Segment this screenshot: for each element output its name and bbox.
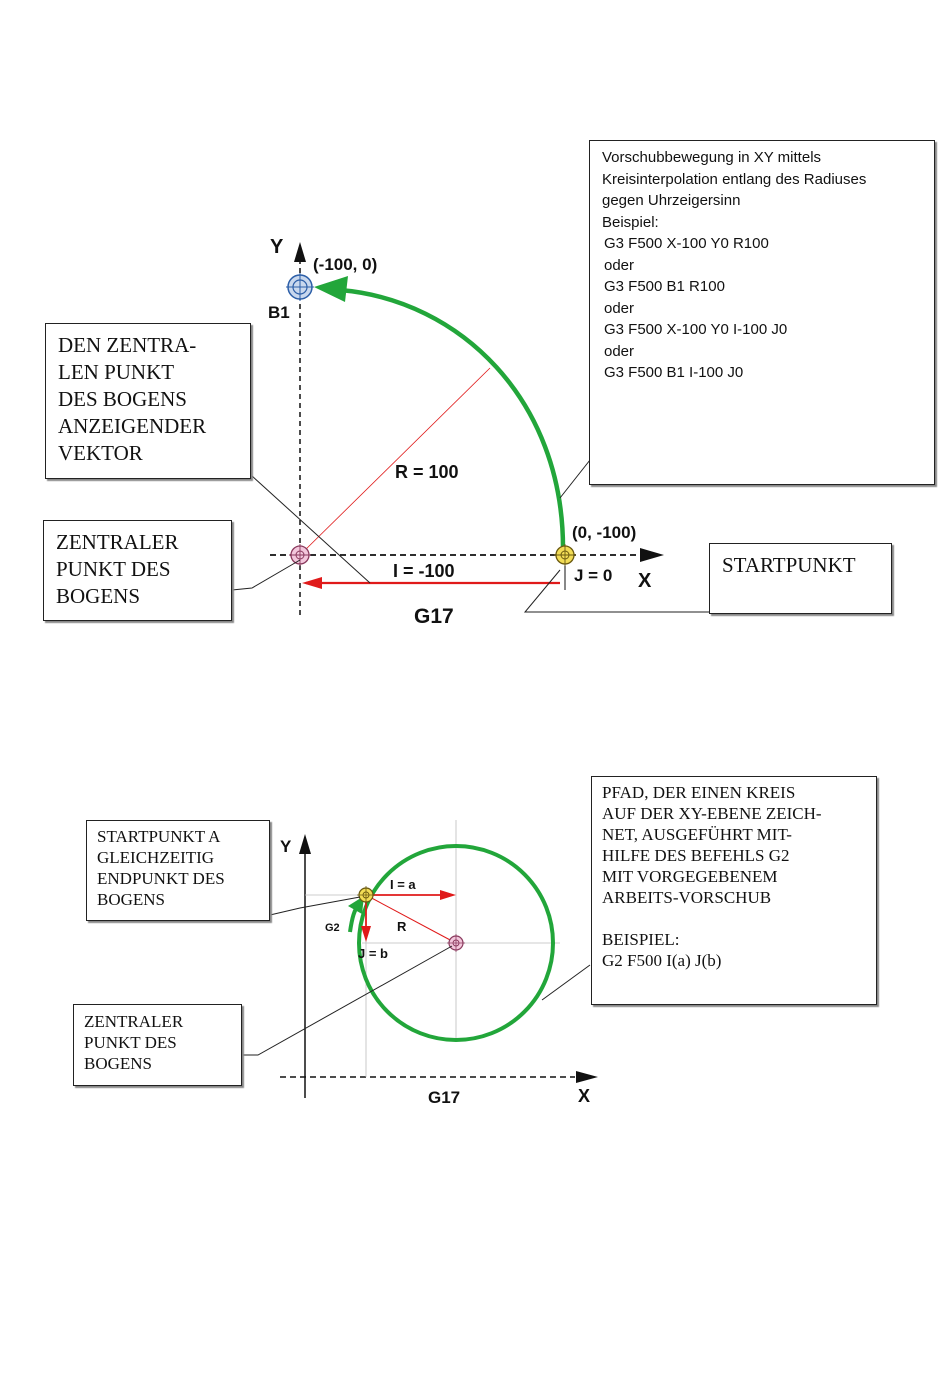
info-line: G3 F500 X-100 Y0 R100 xyxy=(604,235,769,252)
path-line: BEISPIEL: xyxy=(602,930,680,949)
d1-point-b1 xyxy=(286,273,314,301)
vector-line: VEKTOR xyxy=(58,441,143,465)
d1-point-center xyxy=(289,544,311,566)
d2-leader-path xyxy=(541,964,591,1001)
path-line: G2 F500 I(a) J(b) xyxy=(602,951,722,970)
info-line: G3 F500 X-100 Y0 I-100 J0 xyxy=(604,321,788,338)
d1-point-start xyxy=(554,544,576,566)
d2-path-box: PFAD, DER EINEN KREIS AUF DER XY-EBENE Z… xyxy=(591,776,877,1005)
d2-g2-label: G2 xyxy=(325,922,340,934)
info-line: G3 F500 B1 R100 xyxy=(604,278,725,295)
vector-line: ANZEIGENDER xyxy=(58,414,207,438)
d1-y-label: Y xyxy=(270,236,284,258)
d2-point-start xyxy=(357,886,375,904)
info-line: oder xyxy=(604,299,635,317)
d1-leader-vector xyxy=(251,475,371,584)
d2-point-center xyxy=(447,934,465,952)
d2-g2-arrowhead xyxy=(348,896,364,914)
d2-x-label: X xyxy=(578,1086,590,1106)
vector-line: DEN ZENTRA- xyxy=(58,333,197,357)
start-line: BOGENS xyxy=(97,890,166,909)
d1-arc-arrowhead xyxy=(314,276,348,302)
center-line: BOGENS xyxy=(56,584,141,608)
d1-b1-coord: (-100, 0) xyxy=(313,255,377,274)
d2-start-box: STARTPUNKT A GLEICHZEITIG ENDPUNKT DES B… xyxy=(86,820,270,921)
d1-leader-center xyxy=(231,559,301,591)
d2-leader-start xyxy=(269,896,361,916)
diagram1: Y (-100, 0) B1 R = 100 (0, -100) I = -10… xyxy=(231,236,710,628)
info-line: oder xyxy=(604,342,635,360)
path-line xyxy=(602,908,866,929)
d1-i-label: I = -100 xyxy=(393,561,455,581)
d1-radius-line xyxy=(299,367,491,556)
info-line: Kreisinterpolation entlang des Radiuses xyxy=(602,170,867,188)
center-line: PUNKT DES xyxy=(56,557,171,581)
d2-r-label: R xyxy=(397,919,407,934)
center-line: ZENTRALER xyxy=(56,530,179,554)
d1-plane-label: G17 xyxy=(414,605,454,628)
start-line: STARTPUNKT xyxy=(722,553,856,577)
d2-center-box: ZENTRALER PUNKT DES BOGENS xyxy=(73,1004,242,1086)
d1-start-box: STARTPUNKT xyxy=(709,543,892,614)
center-line: ZENTRALER xyxy=(84,1012,184,1031)
d2-x-axis-arrow xyxy=(576,1071,598,1083)
info-line: G3 F500 B1 I-100 J0 xyxy=(604,364,744,381)
center-line: PUNKT DES xyxy=(84,1033,177,1052)
path-line: NET, AUSGEFÜHRT MIT- xyxy=(602,825,792,844)
start-line: ENDPUNKT DES xyxy=(97,869,225,888)
path-line: MIT VORGEGEBENEM xyxy=(602,867,778,886)
d2-radius-line xyxy=(365,894,453,942)
info-line: gegen Uhrzeigersinn xyxy=(602,192,741,209)
d2-j-label: J = b xyxy=(358,946,388,961)
d1-leader-info xyxy=(559,459,591,499)
d2-leader-center xyxy=(242,945,453,1056)
d1-arc xyxy=(337,287,566,551)
path-line: HILFE DES BEFEHLS G2 xyxy=(602,846,790,865)
d2-i-label: I = a xyxy=(390,877,416,892)
path-line: AUF DER XY-EBENE ZEICH- xyxy=(602,804,822,823)
d1-info-box: Vorschubbewegung in XY mittels Kreisinte… xyxy=(589,140,935,485)
path-line: ARBEITS-VORSCHUB xyxy=(602,888,772,907)
d1-y-axis-arrow xyxy=(294,242,306,262)
d1-leader-start xyxy=(523,569,710,613)
d1-b1-label: B1 xyxy=(268,303,290,322)
diagram2: Y I = a R J = b G2 X G17 xyxy=(242,820,598,1107)
d2-circle-path xyxy=(357,844,555,1042)
d1-start-coord: (0, -100) xyxy=(572,523,636,542)
path-line: PFAD, DER EINEN KREIS xyxy=(602,783,796,802)
vector-line: DES BOGENS xyxy=(58,387,187,411)
info-line: Beispiel: xyxy=(602,213,659,231)
d2-i-vector-arrow xyxy=(440,890,456,900)
d1-j-label: J = 0 xyxy=(574,566,612,585)
d2-j-vector-arrow xyxy=(361,926,371,942)
d2-y-axis-arrow xyxy=(299,834,311,854)
vector-line: LEN PUNKT xyxy=(58,360,175,384)
info-line: Vorschubbewegung in XY mittels xyxy=(602,149,822,166)
d2-y-label: Y xyxy=(280,837,292,856)
center-line: BOGENS xyxy=(84,1054,153,1073)
d1-i-vector-arrow xyxy=(302,577,322,589)
info-line: oder xyxy=(604,256,635,274)
d1-x-axis-arrow xyxy=(640,548,664,562)
d1-vector-box: DEN ZENTRA- LEN PUNKT DES BOGENS ANZEIGE… xyxy=(45,323,251,479)
d1-center-box: ZENTRALER PUNKT DES BOGENS xyxy=(43,520,232,621)
d1-x-label: X xyxy=(638,570,652,592)
start-line: STARTPUNKT A xyxy=(97,827,221,846)
d1-radius-label: R = 100 xyxy=(395,462,459,482)
start-line: GLEICHZEITIG xyxy=(97,848,215,867)
d2-plane-label: G17 xyxy=(428,1088,460,1107)
